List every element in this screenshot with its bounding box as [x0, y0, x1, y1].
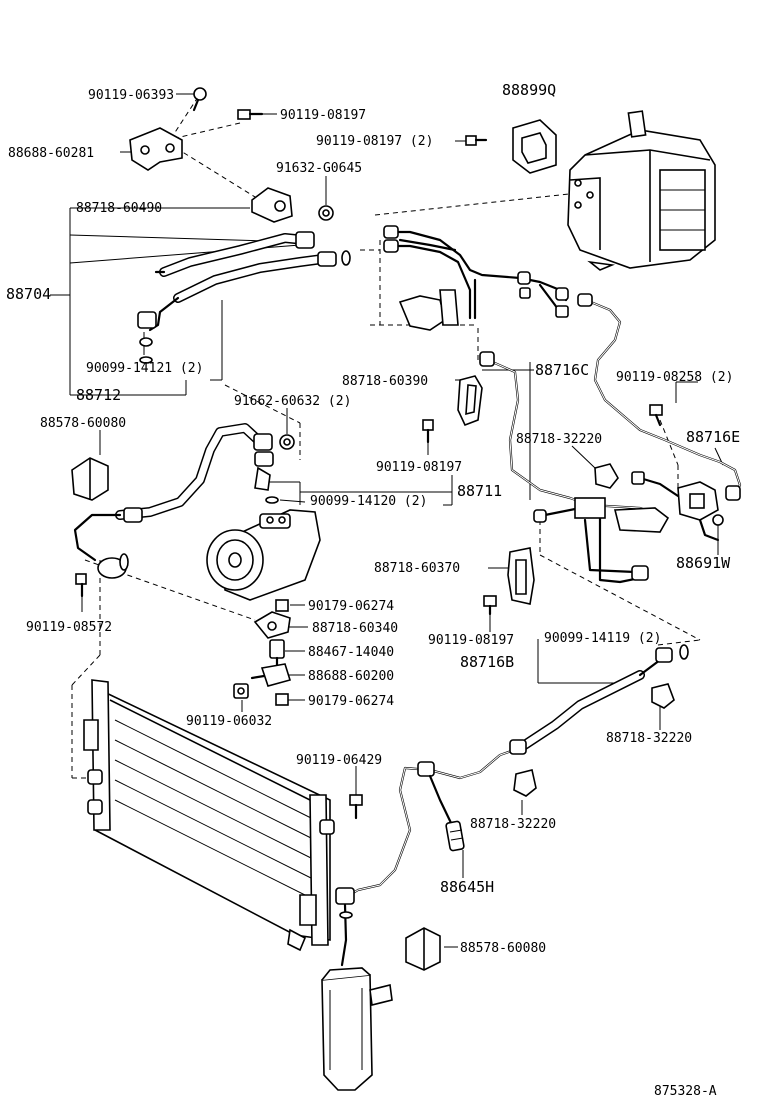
callout-90119-08197-2: 90119-08197 (2): [316, 134, 433, 149]
callout-88899q: 88899Q: [502, 81, 556, 99]
bolt-90119-06032: [233, 683, 249, 699]
callout-88716c: 88716C: [535, 361, 589, 379]
oring-91632-g0645: [318, 205, 334, 221]
clamp-88718-60390: [457, 375, 483, 427]
callout-90179-06274-upper: 90179-06274: [308, 599, 394, 614]
hose-88704: [137, 231, 351, 347]
callout-88467-14040: 88467-14040: [308, 645, 394, 660]
bolt-90119-06393: [192, 87, 207, 112]
pipe-88716b: [335, 644, 689, 905]
callout-88578-60080-lower: 88578-60080: [460, 941, 546, 956]
clamp-88718-32220-right: [651, 683, 675, 709]
callout-90119-08197-low: 90119-08197: [428, 633, 514, 648]
callout-88718-60390: 88718-60390: [342, 374, 428, 389]
cushion-88578-60080-upper: [71, 457, 109, 501]
bracket-88688-60200: [250, 663, 292, 687]
callout-88688-60200: 88688-60200: [308, 669, 394, 684]
bolt-90119-08572: [75, 573, 87, 598]
switch-88645h: [445, 820, 465, 852]
oring-91662-60632: [279, 434, 295, 450]
callout-90099-14119: 90099-14119 (2): [544, 631, 661, 646]
callout-90119-08197-mid: 90119-08197: [376, 460, 462, 475]
callout-88718-60340: 88718-60340: [312, 621, 398, 636]
bracket-88688-60281: [129, 127, 183, 171]
nut-90179-06274-lower: [275, 693, 289, 706]
switch-88691w: [631, 471, 724, 542]
callout-91632-g0645: 91632-G0645: [276, 161, 362, 176]
callout-88712: 88712: [76, 386, 121, 404]
callout-88645h: 88645H: [440, 878, 494, 896]
bolt-90119-08258: [649, 404, 663, 427]
callout-88718-32220-right: 88718-32220: [606, 731, 692, 746]
callout-90119-06032: 90119-06032: [186, 714, 272, 729]
pipe-88716c: [383, 225, 569, 331]
bolt-90119-06429: [349, 794, 363, 820]
clamp-88718-32220-upper: [594, 463, 619, 489]
callout-88688-60281: 88688-60281: [8, 146, 94, 161]
oring-90099-14120: [265, 496, 279, 504]
evaporator-unit: [567, 110, 716, 271]
callout-90099-14121: 90099-14121 (2): [86, 361, 203, 376]
hose-88711: [73, 423, 274, 579]
bolt-90119-08197-low: [483, 595, 497, 616]
bolt-90119-08197-top: [237, 109, 264, 120]
callout-88718-60370: 88718-60370: [374, 561, 460, 576]
condenser: [83, 679, 335, 952]
oring-90099-14121: [139, 356, 153, 364]
dashed-assembly-lines: [71, 96, 701, 779]
callout-91662-60632: 91662-60632 (2): [234, 394, 351, 409]
callout-90119-06429: 90119-06429: [296, 753, 382, 768]
callout-90119-06393: 90119-06393: [88, 88, 174, 103]
callout-88718-60490: 88718-60490: [76, 201, 162, 216]
callout-88711: 88711: [457, 482, 502, 500]
callout-88704: 88704: [6, 285, 51, 303]
callout-88578-60080-upper: 88578-60080: [40, 416, 126, 431]
callout-88716e: 88716E: [686, 428, 740, 446]
clamp-88718-32220-lower: [513, 769, 537, 797]
callout-88716b: 88716B: [460, 653, 514, 671]
clamp-88718-60370: [507, 547, 535, 605]
callout-88718-32220-upper: 88718-32220: [516, 432, 602, 447]
compressor: [206, 509, 321, 601]
nut-90179-06274-upper: [275, 599, 289, 612]
pipe-88716c-lower: [479, 351, 670, 584]
bolt-90119-08197-evap: [465, 135, 488, 146]
sensor-88467-14040: [269, 639, 285, 668]
callout-88718-32220-lower: 88718-32220: [470, 817, 556, 832]
bracket-88718-60340: [253, 611, 291, 639]
figure-code: 875328-A: [654, 1084, 717, 1099]
callout-90119-08197-top: 90119-08197: [280, 108, 366, 123]
callout-90099-14120: 90099-14120 (2): [310, 494, 427, 509]
bolt-90119-08197-mid: [422, 419, 434, 444]
pipe-88716e: [577, 293, 742, 501]
callout-labels: 90119-06393 90119-08197 88688-60281 9011…: [6, 81, 740, 1099]
seal-88899q: [512, 119, 557, 174]
clamp-88718-60490: [251, 187, 293, 223]
callout-90119-08258: 90119-08258 (2): [616, 370, 733, 385]
callout-90119-08572: 90119-08572: [26, 620, 112, 635]
callout-90179-06274-lower: 90179-06274: [308, 694, 394, 709]
cushion-88578-60080-lower: [405, 927, 441, 971]
receiver-dryer: [321, 903, 393, 1091]
callout-88691w: 88691W: [676, 554, 731, 572]
